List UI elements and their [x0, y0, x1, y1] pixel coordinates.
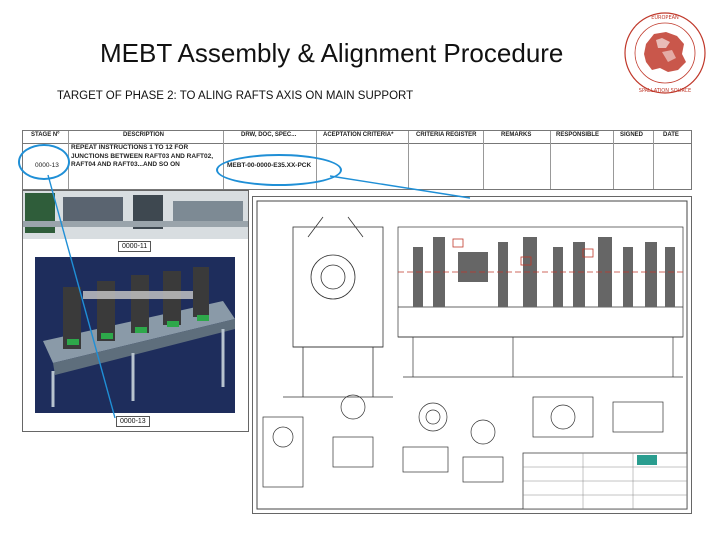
top-render-caption: 0000-11 [118, 241, 152, 252]
technical-drawing-image [256, 200, 688, 510]
cad-renders-panel [22, 190, 249, 432]
table-header [23, 131, 691, 144]
technical-drawing-sheet [252, 196, 692, 514]
bottom-render-caption: 0000-13 [116, 416, 150, 427]
slide-title: MEBT Assembly & Alignment Procedure [100, 38, 564, 68]
slide-subtitle: TARGET OF PHASE 2: TO ALING RAFTS AXIS O… [57, 90, 414, 102]
header-remarks: REMARKS [501, 132, 532, 138]
header-register: CRITERIA REGISTER [416, 132, 477, 138]
cell-description: REPEAT INSTRUCTIONS 1 TO 12 FOR JUNCTION… [71, 144, 214, 168]
ess-logo: EUROPEAN SPALLATION SOURCE [624, 12, 706, 94]
header-drawing: DRW, DOC, SPEC... [241, 132, 297, 138]
header-description: DESCRIPTION [123, 132, 165, 138]
svg-text:EUROPEAN: EUROPEAN [651, 15, 679, 21]
header-acceptance: ACEPTATION CRITERIA* [323, 132, 394, 138]
drawing-highlight-ellipse [216, 154, 342, 186]
header-date: DATE [663, 132, 679, 138]
header-stage: STAGE Nº [31, 132, 60, 138]
header-responsible: RESPONSIBLE [556, 132, 600, 138]
cad-render-image [23, 191, 248, 413]
header-signed: SIGNED [620, 132, 644, 138]
svg-text:SPALLATION SOURCE: SPALLATION SOURCE [639, 88, 691, 94]
stage-highlight-ellipse [18, 144, 70, 180]
